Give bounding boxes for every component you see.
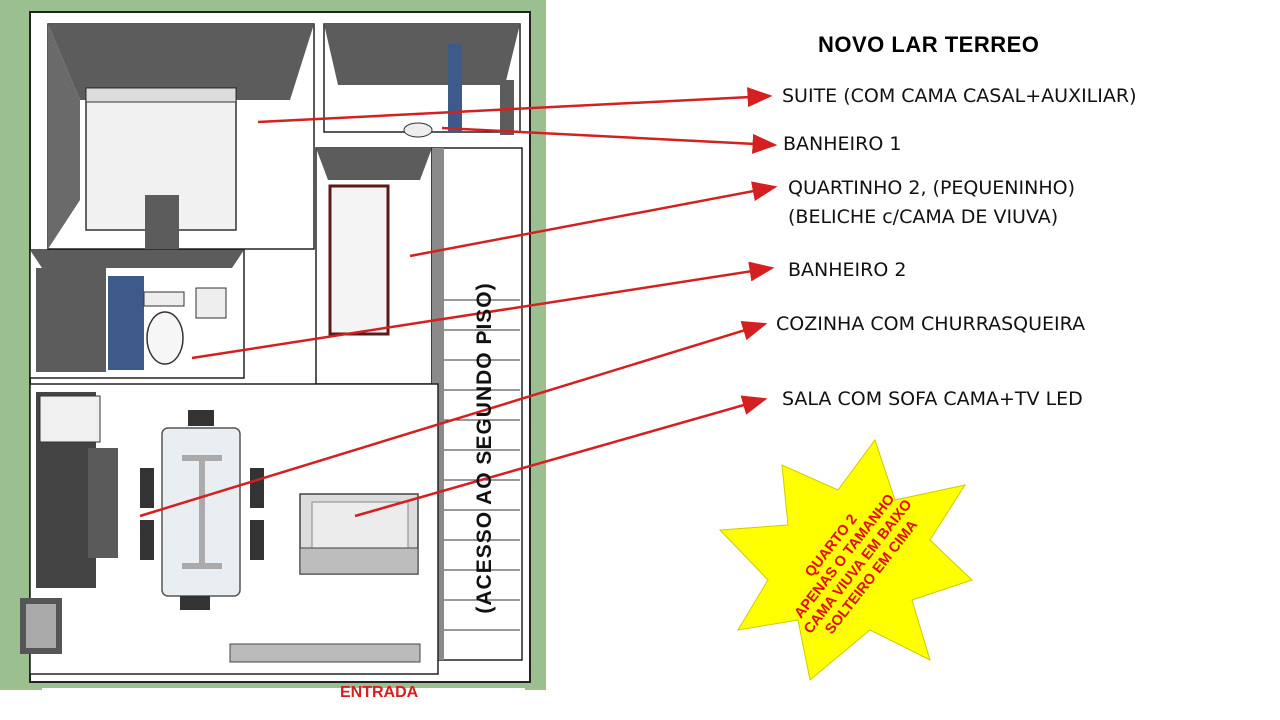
arrow-suite — [257, 87, 773, 124]
label-quartinho-line2: (BELICHE c/CAMA DE VIUVA) — [788, 206, 1059, 228]
label-banheiro1: BANHEIRO 1 — [783, 133, 902, 155]
house-structure — [20, 11, 531, 683]
entrance-label: ENTRADA — [340, 684, 419, 701]
page-title: NOVO LAR TERREO — [818, 32, 1040, 57]
callout-burst — [718, 438, 973, 681]
label-suite: SUITE (COM CAMA CASAL+AUXILIAR) — [782, 85, 1137, 107]
stair-steps — [444, 299, 520, 631]
arrow-quartinho — [409, 181, 778, 258]
label-cozinha: COZINHA COM CHURRASQUEIRA — [776, 313, 1086, 335]
arrow-banheiro2 — [191, 261, 775, 360]
label-sala: SALA COM SOFA CAMA+TV LED — [782, 388, 1083, 410]
arrow-banheiro1 — [441, 126, 778, 154]
arrow-cozinha — [139, 321, 768, 518]
label-banheiro2: BANHEIRO 2 — [788, 259, 907, 281]
arrow-sala — [354, 395, 768, 518]
stair-label: (ACESSO AO SEGUNDO PISO) — [473, 282, 496, 614]
pointer-arrows — [139, 87, 778, 518]
label-quartinho-line1: QUARTINHO 2, (PEQUENINHO) — [788, 177, 1075, 199]
